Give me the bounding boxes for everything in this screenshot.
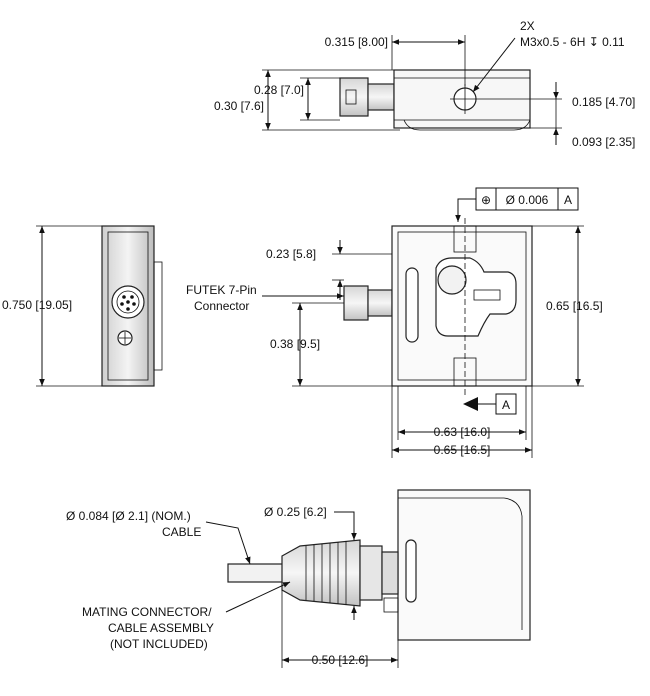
bottom-view: Ø 0.084 [Ø 2.1] (NOM.) CABLE Ø 0.25 [6.2…	[66, 489, 531, 668]
dim-hole-offset: 0.093 [2.35]	[572, 135, 635, 149]
mating-connector	[281, 539, 361, 607]
cable	[227, 563, 291, 583]
front-view: ⊕ Ø 0.006 A FUTEK 7-Pin Connector 0.23 […	[186, 187, 603, 458]
datum-triangle	[463, 397, 478, 411]
dim-side-height: 0.750 [19.05]	[2, 298, 72, 312]
mating-label-line1: MATING CONNECTOR/	[82, 605, 212, 619]
dim-front-width-inner: 0.63 [16.0]	[434, 425, 491, 439]
top-connector-collar	[367, 83, 395, 111]
front-slot	[405, 267, 419, 343]
thread-spec-label: M3x0.5 - 6H ↧ 0.11	[520, 35, 625, 49]
connector-label-line1: FUTEK 7-Pin	[186, 283, 257, 297]
tolerance-frame: ⊕ Ø 0.006 A	[455, 187, 579, 222]
mating-label-line2: CABLE ASSEMBLY	[108, 621, 214, 635]
cable-dim-line2: CABLE	[162, 525, 201, 539]
dim-top-height-outer: 0.30 [7.6]	[214, 99, 264, 113]
front-connector-collar	[367, 289, 393, 317]
dim-front-height: 0.65 [16.5]	[546, 299, 603, 313]
front-top-threaded-hole	[453, 225, 477, 253]
datum-label: A	[502, 398, 510, 412]
dim-top-height-inner: 0.28 [7.0]	[254, 83, 304, 97]
top-connector-plug	[339, 77, 369, 117]
dim-bottom-length: 0.50 [12.6]	[312, 653, 369, 667]
connector-label-line2: Connector	[194, 299, 249, 313]
dim-connector-position: 0.38 [9.5]	[270, 337, 320, 351]
dim-connector-height: 0.23 [5.8]	[266, 247, 316, 261]
dim-hole-position: 0.185 [4.70]	[572, 95, 635, 109]
tolerance-value: Ø 0.006	[506, 193, 549, 207]
connector-diameter: Ø 0.25 [6.2]	[264, 505, 327, 519]
side-view: 0.750 [19.05]	[2, 225, 163, 387]
bottom-sensor-body	[397, 489, 531, 641]
front-connector-plug	[343, 285, 369, 321]
position-tolerance-symbol: ⊕	[481, 193, 491, 207]
cable-dim-line1: Ø 0.084 [Ø 2.1] (NOM.)	[66, 509, 191, 523]
tolerance-datum: A	[564, 193, 572, 207]
mating-label-line3: (NOT INCLUDED)	[110, 637, 208, 651]
top-view: 0.315 [8.00] 2X M3x0.5 - 6H ↧ 0.11 0.28 …	[214, 19, 635, 149]
top-connector-key	[345, 89, 357, 105]
dim-front-width-outer: 0.65 [16.5]	[434, 443, 491, 457]
thread-count-label: 2X	[520, 19, 535, 33]
dim-top-width: 0.315 [8.00]	[325, 35, 388, 49]
